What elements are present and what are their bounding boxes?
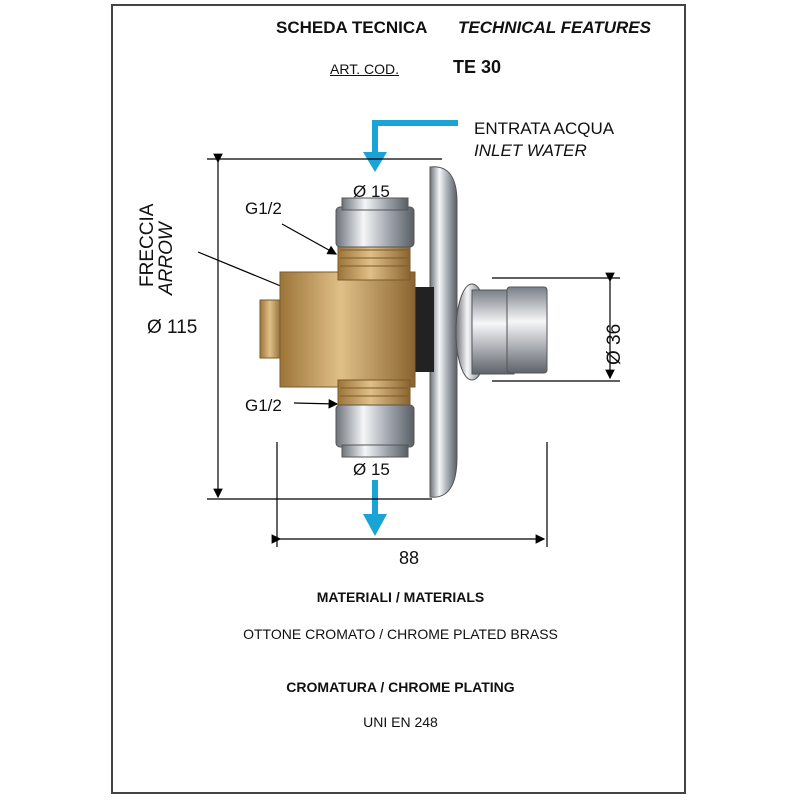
thread-top-label: G1/2: [245, 199, 282, 218]
inlet-arrow-head: [363, 152, 387, 172]
inlet-arrow: [372, 120, 458, 162]
wall-rosette: [429, 166, 458, 498]
plating-title: CROMATURA / CHROME PLATING: [286, 679, 515, 695]
thread-bottom-label: G1/2: [245, 396, 282, 415]
materials-title: MATERIALI / MATERIALS: [316, 589, 485, 605]
inlet-label-italian: ENTRATA ACQUA: [474, 119, 615, 138]
rosette-collar: [412, 287, 434, 372]
top-nut: [335, 206, 415, 248]
side-nipple: [259, 299, 283, 359]
brass-body: [279, 271, 416, 388]
materials-value: OTTONE CROMATO / CHROME PLATED BRASS: [243, 626, 558, 642]
button-diameter-dimension: Ø 36: [604, 323, 625, 365]
depth-dimension: 88: [399, 548, 420, 568]
diameter-top-label: Ø 15: [353, 182, 390, 201]
arrow-label-english: ARROW: [156, 222, 177, 295]
article-code-value: TE 30: [453, 57, 502, 77]
technical-sheet: SCHEDA TECNICA TECHNICAL FEATURES ART. C…: [111, 4, 686, 794]
outlet-arrow: [363, 480, 387, 536]
height-dimension: Ø 115: [147, 317, 198, 338]
diameter-bottom-label: Ø 15: [353, 460, 390, 479]
thread-rings: [340, 249, 408, 397]
push-button: [506, 286, 548, 374]
title-english: TECHNICAL FEATURES: [458, 18, 651, 37]
inlet-label-english: INLET WATER: [474, 141, 587, 160]
title-italian: SCHEDA TECNICA: [276, 18, 428, 37]
plating-value: UNI EN 248: [363, 714, 438, 730]
article-code-label: ART. COD.: [330, 61, 399, 77]
bottom-nut: [335, 404, 415, 448]
valve-drawing: [197, 120, 620, 547]
